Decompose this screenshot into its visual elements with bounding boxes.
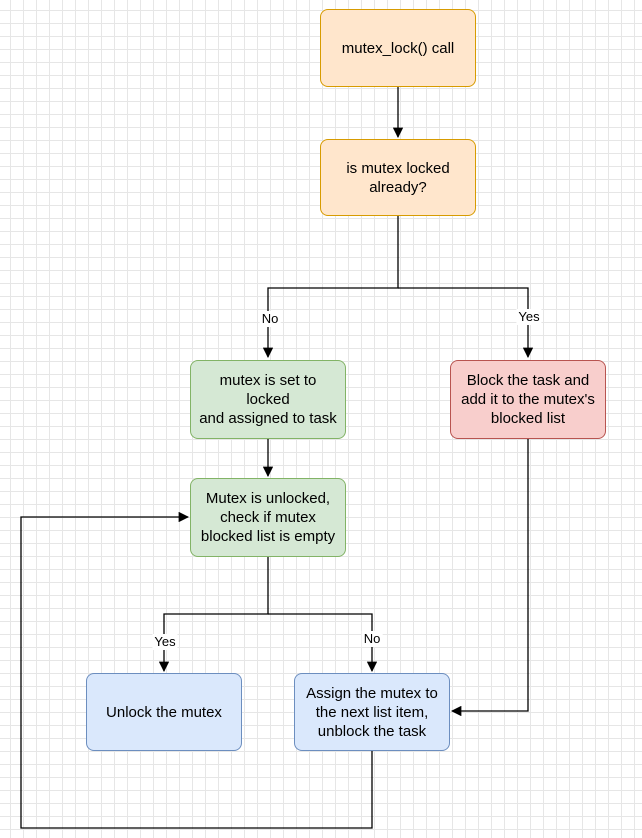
edge-label-yes-locked: Yes (516, 309, 542, 325)
edge-unlocked-check-to-unlock (158, 557, 269, 673)
assign-next-node: Assign the mutex to the next list item, … (294, 673, 450, 751)
edge-label-no-locked: No (259, 311, 281, 327)
unlock-mutex-node: Unlock the mutex (86, 673, 242, 751)
is-mutex-locked-node: is mutex locked already? (320, 139, 476, 216)
block-task-node: Block the task and add it to the mutex's… (450, 360, 606, 439)
edge-label-no-empty: No (361, 631, 383, 647)
edge-label-yes-empty: Yes (152, 634, 178, 650)
mutex-lock-call-node: mutex_lock() call (320, 9, 476, 87)
edge-check-to-block-task (398, 287, 534, 359)
edge-assign-loop-back (20, 511, 373, 829)
edge-unlocked-check-to-assign (268, 613, 378, 673)
set-locked-node: mutex is set to locked and assigned to t… (190, 360, 346, 439)
edge-check-to-set-locked (262, 216, 399, 359)
check-blocked-list-node: Mutex is unlocked, check if mutex blocke… (190, 478, 346, 557)
edge-block-task-to-assign (450, 439, 529, 717)
